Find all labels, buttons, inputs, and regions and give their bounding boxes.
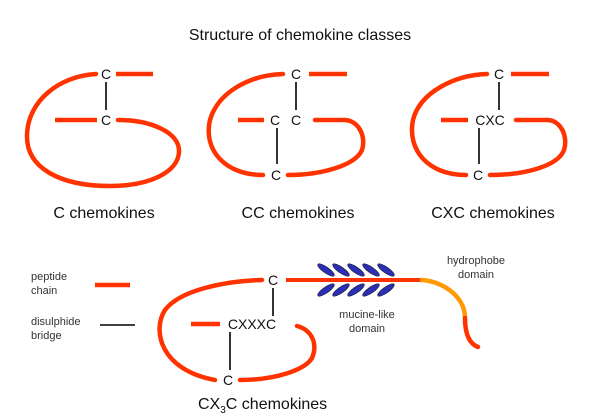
cc-residue-bottom: C <box>271 167 281 183</box>
glycan-upper <box>332 263 350 277</box>
glycan-lower <box>347 283 365 297</box>
legend-peptide-label-line1: peptide <box>31 271 67 283</box>
cx3c-peptide-loop-upper <box>157 277 265 383</box>
cx3c-hydrophobe-domain <box>419 277 468 319</box>
legend: peptide chain disulphide bridge <box>31 271 135 342</box>
diagram-title: Structure of chemokine classes <box>189 27 411 44</box>
cxc-chemokines-label: CXC chemokines <box>431 205 555 222</box>
cx3c-residue-top: C <box>268 272 278 288</box>
glycan-upper <box>317 263 335 277</box>
glycan-lower <box>317 283 335 297</box>
mucin-glycans <box>317 263 395 297</box>
cx3c-chemokines-label: CX3C chemokines <box>198 396 327 416</box>
glycan-lower <box>362 283 380 297</box>
c-chemokines-label: C chemokines <box>53 205 154 222</box>
legend-bridge-label-line1: disulphide <box>31 316 81 328</box>
cx3c-label-prefix: CX <box>198 396 221 413</box>
cx3c-peptide-loop-lower <box>237 323 317 383</box>
cx3c-residue-middle: CXXXC <box>228 316 276 332</box>
c-residue-top: C <box>101 66 111 82</box>
mucine-domain-label-line1: mucine-like <box>339 309 395 321</box>
c-chemokine-structure: C C <box>24 66 182 189</box>
cxc-residue-middle: CXC <box>475 112 505 128</box>
cc-chemokines-label: CC chemokines <box>242 205 355 222</box>
cx3c-residue-bottom: C <box>223 372 233 388</box>
cc-residue-right: C <box>291 112 301 128</box>
c-peptide-loop <box>24 71 182 189</box>
legend-peptide-label-line2: chain <box>31 285 57 297</box>
cx3c-cytoplasmic-tail <box>462 315 481 350</box>
cx3c-label-subscript: 3 <box>220 405 226 416</box>
cc-residue-top: C <box>291 66 301 82</box>
glycan-upper <box>377 263 395 277</box>
glycan-lower <box>377 283 395 297</box>
glycan-upper <box>347 263 365 277</box>
cc-peptide-loop-lower <box>285 117 366 178</box>
hydrophobe-domain-label-line1: hydrophobe <box>447 255 505 267</box>
cxc-peptide-loop-upper <box>409 71 490 178</box>
cx3c-label-suffix: C chemokines <box>226 396 327 413</box>
cxc-residue-top: C <box>494 66 504 82</box>
cc-peptide-loop-upper <box>206 71 286 178</box>
cc-residue-left: C <box>270 112 280 128</box>
cxc-chemokine-structure: C CXC C <box>409 66 568 183</box>
cx3c-chemokine-structure: C CXXXC C mucine-like domain hydrophobe … <box>157 255 505 388</box>
c-residue-bottom: C <box>101 112 111 128</box>
cc-chemokine-structure: C C C C <box>206 66 366 183</box>
glycan-upper <box>362 263 380 277</box>
legend-bridge-label-line2: bridge <box>31 330 62 342</box>
cxc-residue-bottom: C <box>473 167 483 183</box>
cxc-peptide-loop-lower <box>487 117 568 178</box>
mucine-domain-label-line2: domain <box>349 323 385 335</box>
hydrophobe-domain-label-line2: domain <box>458 269 494 281</box>
glycan-lower <box>332 283 350 297</box>
